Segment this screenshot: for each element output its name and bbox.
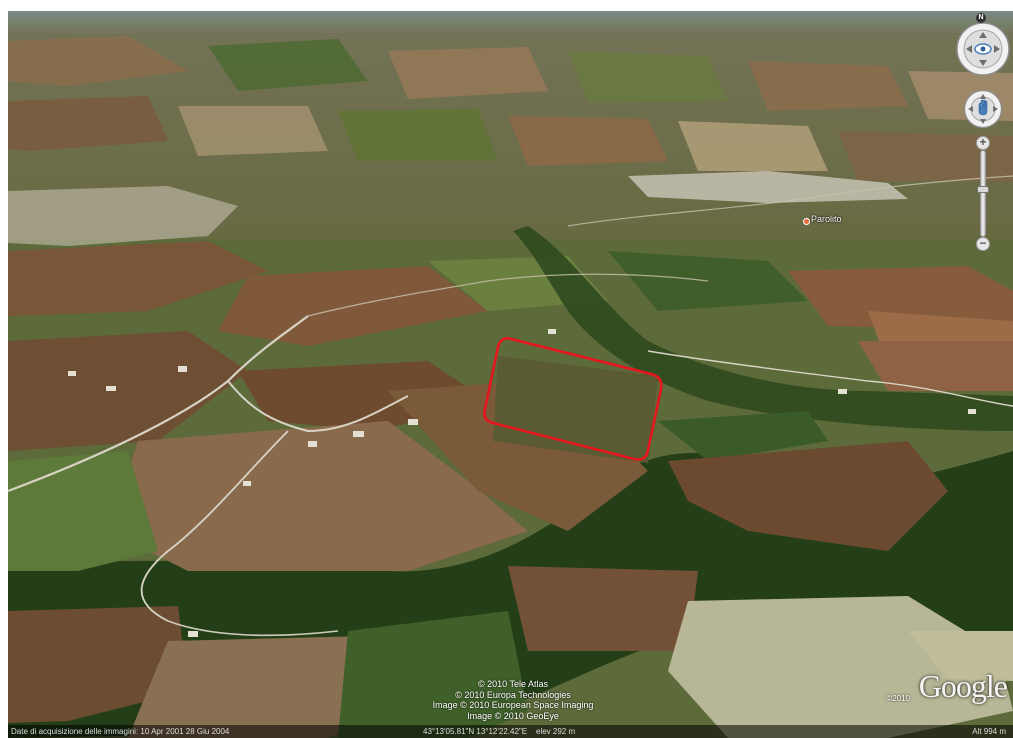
elevation-readout: elev 292 m xyxy=(536,727,576,736)
status-bar: Date di acquisizione delle immagini: 10 … xyxy=(8,725,1013,738)
look-around-control[interactable] xyxy=(955,21,1011,77)
credit-line: © 2010 Tele Atlas xyxy=(477,679,548,689)
move-control[interactable] xyxy=(963,89,1003,129)
place-label[interactable]: Parolito xyxy=(811,214,842,224)
credit-line: Image © 2010 GeoEye xyxy=(467,710,559,721)
imagery-credits: © 2010 Tele Atlas © 2010 Europa Technolo… xyxy=(428,679,598,721)
zoom-track[interactable] xyxy=(980,150,986,237)
navigation-controls: N + − xyxy=(943,11,1013,271)
satellite-terrain[interactable] xyxy=(8,11,1013,738)
map-viewer[interactable]: Parolito N + − xyxy=(8,11,1013,738)
credit-line: Image © 2010 European Space Imaging xyxy=(432,700,594,710)
google-logo: Google xyxy=(918,668,1008,704)
zoom-slider[interactable]: + − xyxy=(976,136,990,251)
imagery-date: Date di acquisizione delle immagini: 10 … xyxy=(11,727,230,736)
zoom-out-button[interactable]: − xyxy=(976,237,990,251)
eye-altitude: Alt 994 m xyxy=(972,727,1006,736)
place-marker-icon[interactable] xyxy=(803,218,810,225)
zoom-thumb[interactable] xyxy=(977,186,989,193)
google-copyright: ©2010 xyxy=(886,694,910,703)
zoom-in-button[interactable]: + xyxy=(976,136,990,150)
credit-line: © 2010 Europa Technologies xyxy=(455,689,571,700)
hand-icon xyxy=(978,99,988,116)
pointer-coordinates: 43°13'05.81"N 13°12'22.42"E xyxy=(423,727,528,736)
north-indicator[interactable]: N xyxy=(976,13,986,23)
